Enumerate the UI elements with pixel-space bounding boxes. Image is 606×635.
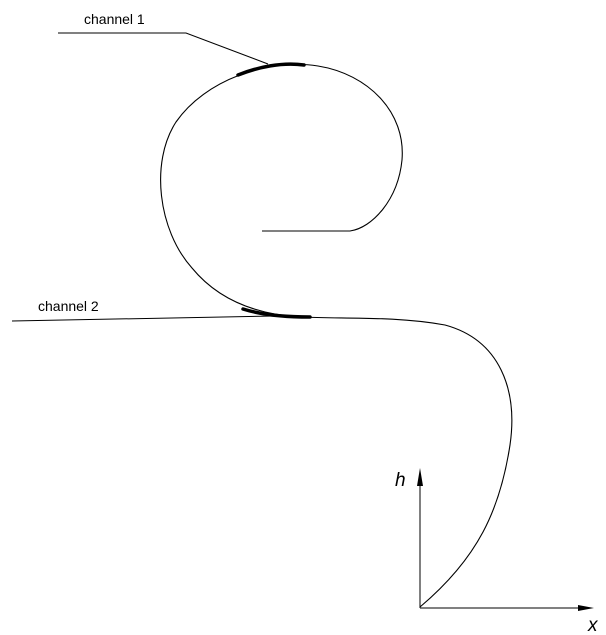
- x-axis-label: x: [587, 615, 599, 635]
- trajectory-curve: [160, 63, 513, 608]
- channel-1-segment: [236, 62, 306, 77]
- h-axis-arrowhead: [417, 468, 423, 486]
- channel-2-leader: [11, 315, 276, 322]
- channel-2-segment: [241, 307, 312, 319]
- x-axis-arrowhead: [578, 605, 594, 611]
- channel-1-leader: [58, 32, 269, 65]
- channel-2-label: channel 2: [38, 298, 99, 314]
- h-axis-label: h: [395, 470, 406, 491]
- channel-1-label: channel 1: [84, 11, 145, 27]
